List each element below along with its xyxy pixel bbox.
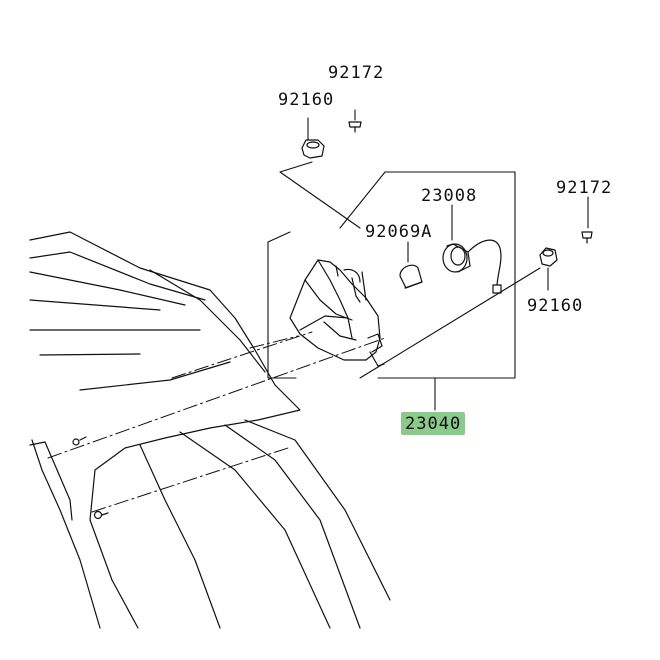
fairing-fastener-lower [93, 510, 109, 520]
socket-23008 [442, 239, 502, 294]
part-number-23008: 23008 [421, 186, 478, 206]
screw-92172-right [581, 231, 593, 244]
bulb-92069a [399, 264, 423, 289]
assembly-lines [47, 331, 386, 513]
screw-92172-top [348, 121, 362, 133]
part-number-92172-top: 92172 [328, 63, 385, 83]
grommet-92160-top [301, 139, 325, 159]
part-number-92069a: 92069A [365, 222, 433, 242]
grommet-92160-right [539, 247, 558, 267]
part-number-92172-right: 92172 [556, 178, 613, 198]
leader-lines [279, 109, 589, 411]
assembly-bracket-frame [267, 171, 516, 379]
fairing-outline [29, 231, 391, 629]
turn-signal-housing [289, 259, 385, 367]
fairing-fastener-upper [72, 436, 87, 446]
part-number-92160-right: 92160 [527, 296, 584, 316]
part-number-23040-highlighted[interactable]: 23040 [401, 412, 466, 435]
part-number-92160-top: 92160 [278, 90, 335, 110]
